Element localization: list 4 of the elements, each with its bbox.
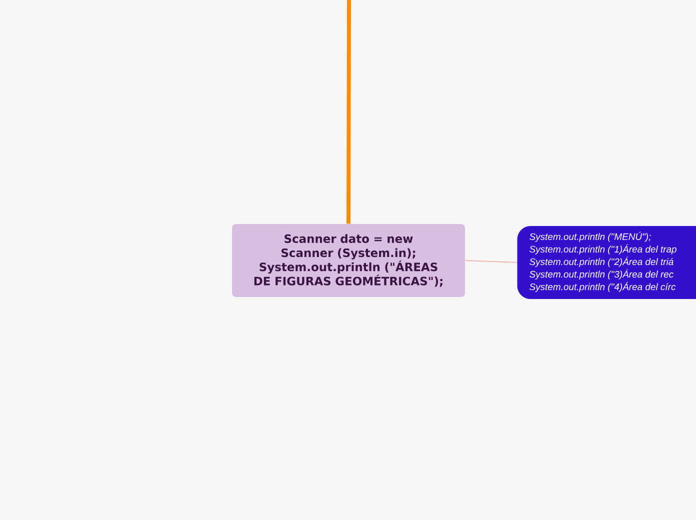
- code-box: Scanner dato = new Scanner (System.in); System.out.println ("ÁREAS DE FIGURAS GEOMÉTRICAS");: [232, 224, 466, 298]
- connector-line: [346, 0, 351, 224]
- code-box: System.out.println ("MENÚ"); System.out.println ("1)Área del trap System.out.println ("2)Área del triá System.out.println ("3)Área del rec System.out.println ("4)Área del círc: [517, 226, 696, 300]
- connector-line: [465, 260, 518, 264]
